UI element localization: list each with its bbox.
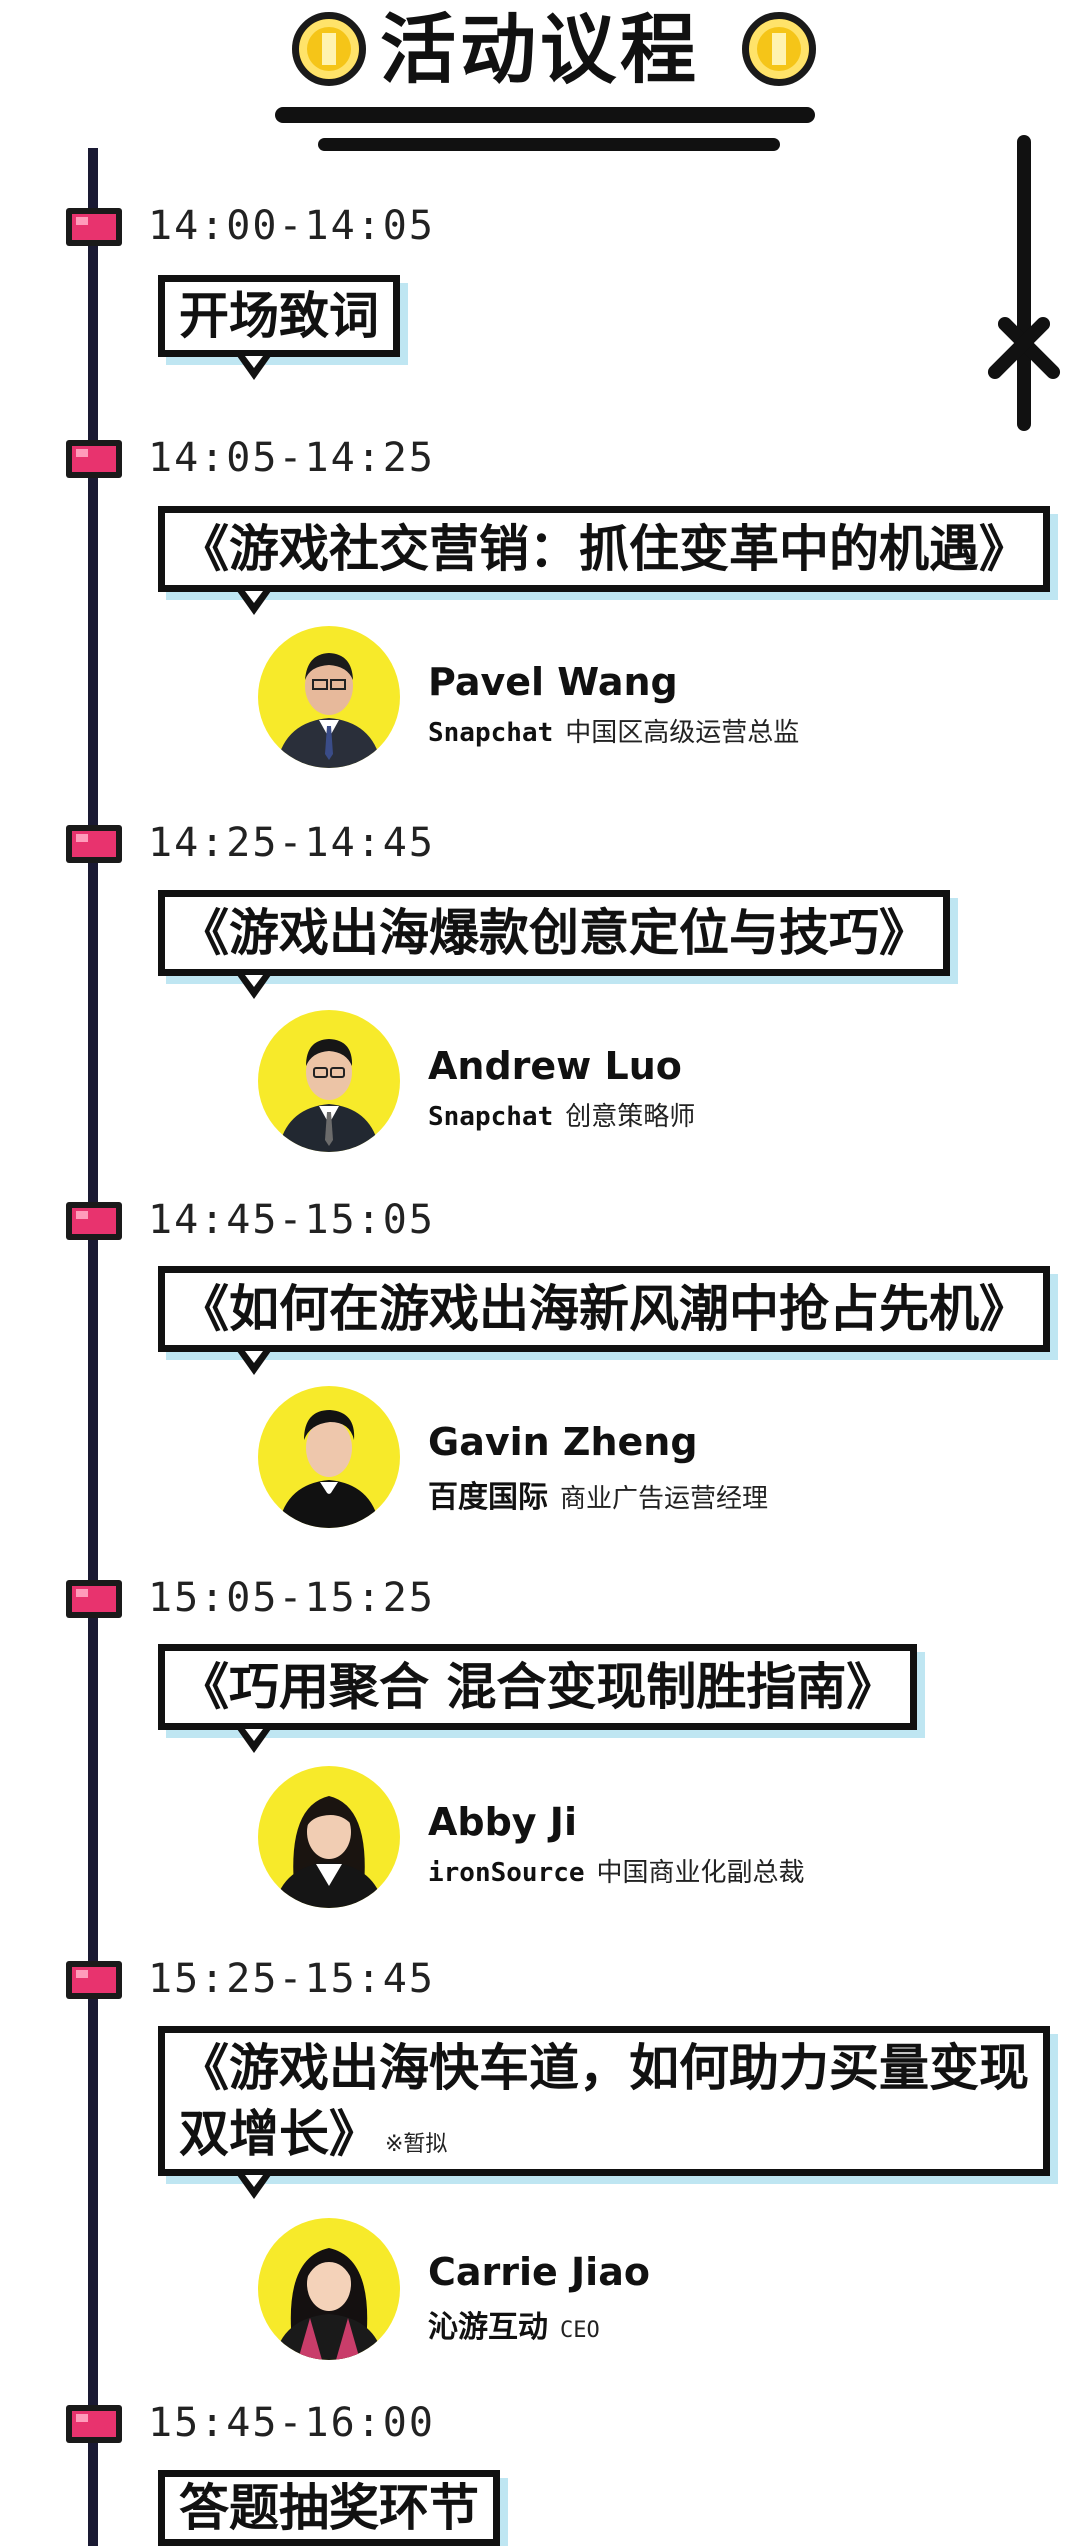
timeline-marker-icon bbox=[66, 208, 122, 246]
session-title: 《游戏社交营销：抓住变革中的机遇》 bbox=[179, 520, 1029, 578]
timeline-marker-icon bbox=[66, 1961, 122, 1999]
time-range: 14:45-15:05 bbox=[148, 1197, 435, 1243]
session-title: 《游戏出海爆款创意定位与技巧》 bbox=[179, 904, 929, 962]
speech-tail bbox=[237, 1729, 271, 1755]
avatar bbox=[258, 1010, 400, 1152]
session-title: 《如何在游戏出海新风潮中抢占先机》 bbox=[179, 1280, 1029, 1338]
timeline-marker-icon bbox=[66, 2405, 122, 2443]
speaker-org: 沁游互动 bbox=[428, 2310, 548, 2345]
avatar bbox=[258, 626, 400, 768]
avatar bbox=[258, 1766, 400, 1908]
timeline-marker-icon bbox=[66, 1202, 122, 1240]
timeline-line bbox=[88, 148, 98, 2546]
avatar bbox=[258, 2218, 400, 2360]
session-title-box: 开场致词 bbox=[158, 275, 400, 380]
session-title-line: 《游戏出海快车道，如何助力买量变现 bbox=[179, 2039, 1029, 2097]
speaker-name: Pavel Wang bbox=[428, 660, 678, 704]
speaker-affiliation: 百度国际商业广告运营经理 bbox=[428, 1472, 768, 1516]
page-title: 活动议程 bbox=[380, 5, 700, 94]
title-underline bbox=[318, 138, 780, 151]
session-title-box: 《巧用聚合 混合变现制胜指南》 bbox=[158, 1644, 918, 1753]
session-title-line: 双增长》 bbox=[179, 2105, 379, 2163]
session-title: 《巧用聚合 混合变现制胜指南》 bbox=[179, 1658, 897, 1716]
speaker-org: Snapchat bbox=[428, 1102, 554, 1132]
time-range: 14:00-14:05 bbox=[148, 203, 435, 249]
timeline-marker-icon bbox=[66, 440, 122, 478]
timeline-marker-icon bbox=[66, 1580, 122, 1618]
time-range: 15:45-16:00 bbox=[148, 2400, 435, 2446]
timeline-marker-icon bbox=[66, 825, 122, 863]
speaker-affiliation: Snapchat 创意策略师 bbox=[428, 1096, 695, 1133]
time-range: 15:25-15:45 bbox=[148, 1956, 435, 2002]
speaker-org: ironSource bbox=[428, 1858, 585, 1888]
speaker-role: 商业广告运营经理 bbox=[560, 1484, 769, 1514]
speech-tail bbox=[237, 975, 271, 1001]
session-title-box: 《游戏出海爆款创意定位与技巧》 bbox=[158, 890, 950, 999]
speaker-name: Gavin Zheng bbox=[428, 1420, 698, 1464]
speaker-name: Andrew Luo bbox=[428, 1044, 682, 1088]
gold-coin-icon bbox=[292, 12, 366, 86]
tentative-note: ※暂拟 bbox=[385, 2132, 448, 2157]
speaker-name: Carrie Jiao bbox=[428, 2250, 650, 2294]
speech-tail bbox=[237, 356, 271, 382]
speech-tail bbox=[237, 2175, 271, 2201]
session-title: 答题抽奖环节 bbox=[179, 2479, 479, 2537]
speaker-role: CEO bbox=[560, 2318, 600, 2343]
gold-coin-icon bbox=[742, 12, 816, 86]
session-title-box: 《如何在游戏出海新风潮中抢占先机》 bbox=[158, 1266, 1050, 1375]
session-title: 开场致词 bbox=[179, 287, 379, 345]
title-underline bbox=[275, 107, 815, 123]
speaker-affiliation: 沁游互动 CEO bbox=[428, 2302, 600, 2346]
speaker-role: 创意策略师 bbox=[565, 1102, 696, 1132]
time-range: 15:05-15:25 bbox=[148, 1575, 435, 1621]
speaker-org: Snapchat bbox=[428, 718, 554, 748]
speaker-org: 百度国际 bbox=[428, 1480, 548, 1515]
speech-tail bbox=[237, 1351, 271, 1377]
speaker-name: Abby Ji bbox=[428, 1800, 577, 1844]
session-title-box: 《游戏出海快车道，如何助力买量变现 双增长》※暂拟 bbox=[158, 2026, 1050, 2199]
session-title-box: 《游戏社交营销：抓住变革中的机遇》 bbox=[158, 506, 1050, 615]
speaker-affiliation: ironSource 中国商业化副总裁 bbox=[428, 1852, 805, 1889]
session-title-box: 答题抽奖环节 bbox=[158, 2470, 500, 2546]
avatar bbox=[258, 1386, 400, 1528]
speaker-affiliation: Snapchat 中国区高级运营总监 bbox=[428, 712, 799, 749]
time-range: 14:25-14:45 bbox=[148, 820, 435, 866]
speaker-role: 中国商业化副总裁 bbox=[596, 1858, 805, 1888]
speech-tail bbox=[237, 591, 271, 617]
time-range: 14:05-14:25 bbox=[148, 435, 435, 481]
header: 活动议程 bbox=[0, 0, 1080, 170]
speaker-role: 中国区高级运营总监 bbox=[565, 718, 800, 748]
